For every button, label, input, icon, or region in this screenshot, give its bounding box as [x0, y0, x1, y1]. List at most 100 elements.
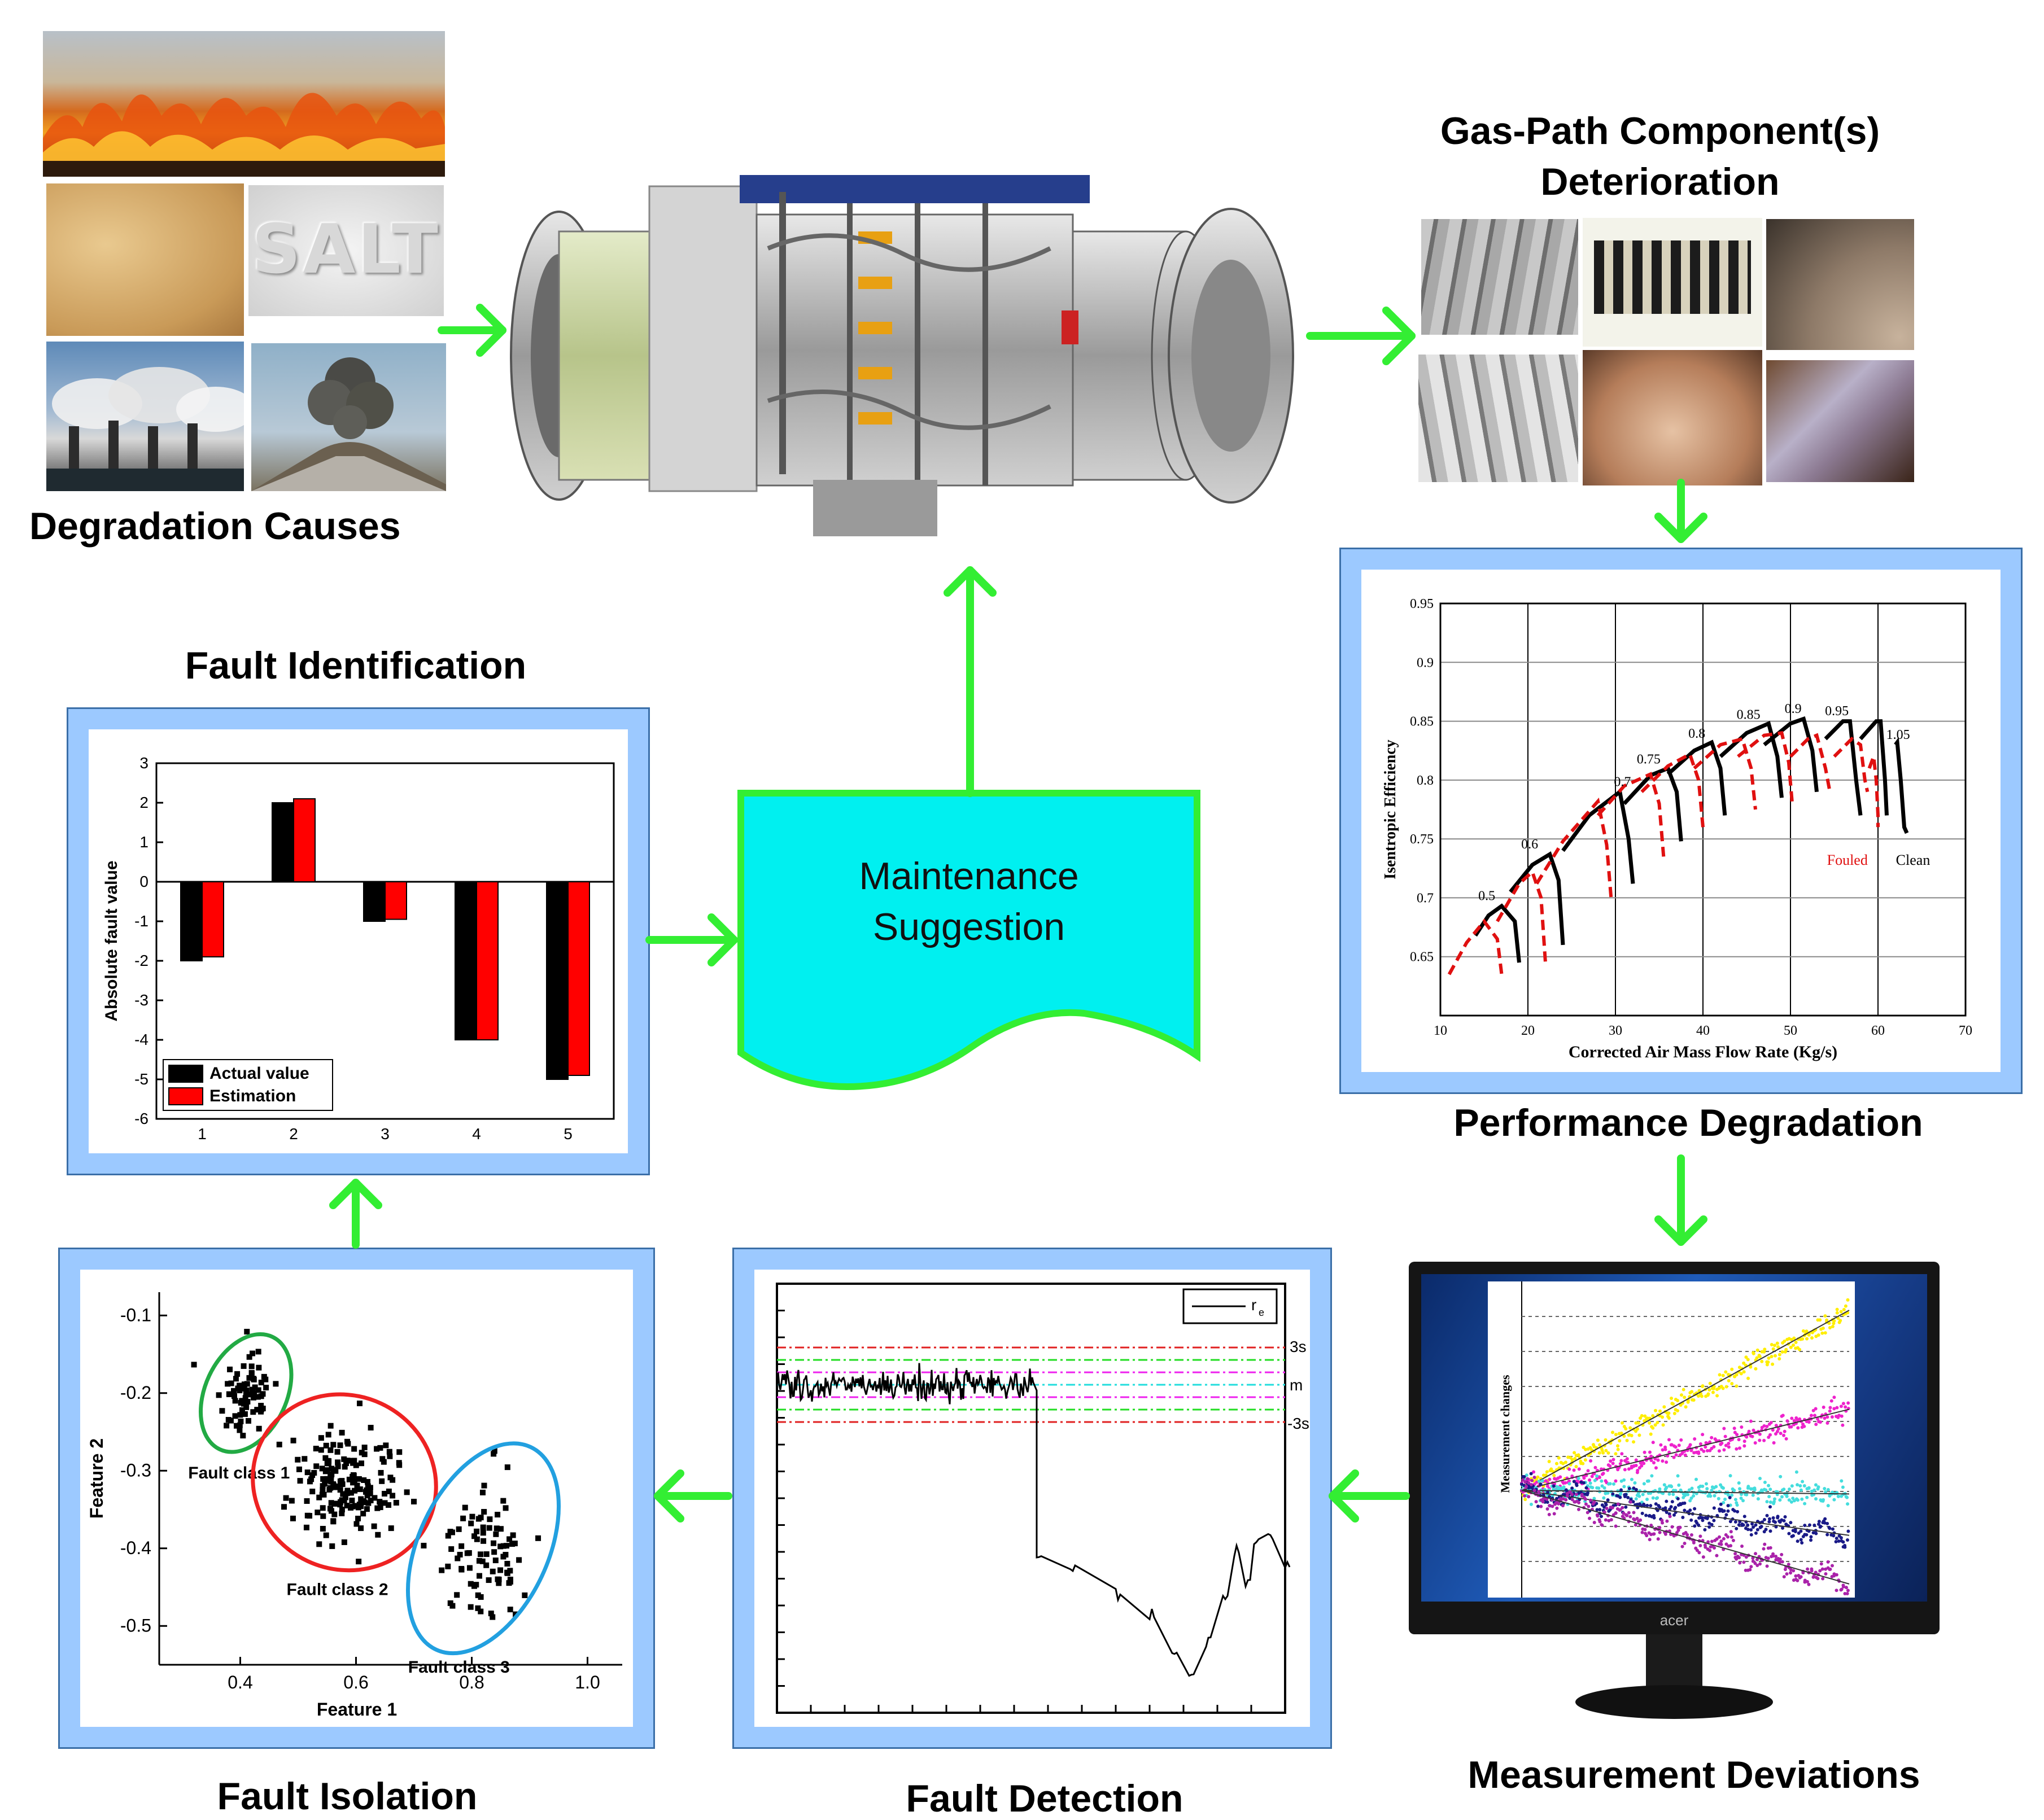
dev-trend-line — [1521, 1490, 1850, 1585]
iso-point — [228, 1418, 234, 1424]
iso-point — [219, 1408, 225, 1414]
dev-point — [1689, 1533, 1693, 1537]
iso-point — [487, 1516, 493, 1523]
dev-point — [1751, 1559, 1755, 1563]
dev-point — [1777, 1357, 1781, 1360]
iso-point — [386, 1502, 392, 1508]
iso-point — [477, 1551, 483, 1558]
dev-point — [1561, 1504, 1565, 1508]
iso-point — [241, 1401, 247, 1407]
dev-point — [1818, 1569, 1822, 1573]
dev-point — [1532, 1489, 1536, 1493]
monitor-stand-neck — [1646, 1634, 1702, 1691]
dev-point — [1814, 1423, 1818, 1427]
ident-bar — [180, 881, 203, 961]
dev-point — [1837, 1539, 1841, 1543]
iso-point — [243, 1391, 249, 1397]
dev-point — [1693, 1524, 1697, 1528]
iso-x-tick-label: 0.8 — [459, 1672, 484, 1692]
dev-point — [1593, 1465, 1597, 1469]
dev-point — [1611, 1462, 1615, 1465]
iso-point — [466, 1550, 472, 1556]
dev-point — [1843, 1543, 1847, 1547]
dev-point — [1721, 1386, 1725, 1390]
dev-point — [1593, 1478, 1597, 1482]
dev-point — [1539, 1482, 1543, 1486]
dev-point — [1792, 1336, 1796, 1340]
dev-point — [1744, 1555, 1748, 1559]
iso-point — [474, 1536, 480, 1542]
iso-point — [308, 1476, 315, 1482]
dev-point — [1836, 1494, 1840, 1498]
dev-point — [1568, 1490, 1572, 1494]
dev-point — [1789, 1338, 1793, 1342]
dev-point — [1656, 1496, 1659, 1500]
dev-point — [1792, 1343, 1796, 1347]
dev-point — [1737, 1481, 1741, 1485]
dev-point — [1643, 1450, 1646, 1454]
dev-point — [1829, 1399, 1833, 1403]
iso-point — [340, 1491, 346, 1497]
dev-point — [1557, 1502, 1561, 1506]
iso-point — [356, 1476, 362, 1482]
dev-point — [1700, 1447, 1704, 1451]
dev-point — [1841, 1583, 1845, 1587]
dev-point — [1644, 1513, 1648, 1517]
dev-point — [1614, 1511, 1618, 1515]
dev-point — [1604, 1438, 1608, 1442]
dev-point — [1742, 1440, 1746, 1443]
dev-point — [1658, 1506, 1662, 1510]
dev-point — [1846, 1589, 1850, 1593]
iso-point — [328, 1478, 334, 1485]
iso-point — [296, 1466, 302, 1472]
dev-point — [1649, 1454, 1653, 1458]
iso-point — [329, 1543, 335, 1549]
dev-point — [1749, 1365, 1753, 1369]
dev-point — [1774, 1424, 1778, 1428]
iso-point — [309, 1472, 316, 1478]
dev-point — [1768, 1488, 1772, 1491]
ident-x-tick-label: 2 — [289, 1125, 298, 1143]
iso-point — [237, 1412, 243, 1418]
dev-point — [1816, 1333, 1820, 1337]
dev-point — [1634, 1523, 1637, 1527]
dev-point — [1758, 1562, 1762, 1566]
dev-point — [1718, 1373, 1722, 1377]
iso-point — [337, 1502, 343, 1508]
dev-point — [1582, 1481, 1586, 1485]
dev-point — [1825, 1521, 1829, 1525]
dev-point — [1649, 1524, 1653, 1528]
dev-point — [1816, 1485, 1820, 1489]
iso-point — [320, 1526, 326, 1532]
dev-point — [1536, 1504, 1540, 1508]
dev-point — [1755, 1558, 1759, 1561]
dev-point — [1588, 1478, 1592, 1482]
dev-point — [1521, 1478, 1525, 1482]
dev-point — [1625, 1457, 1629, 1461]
dev-point — [1830, 1564, 1834, 1568]
dev-point — [1767, 1520, 1771, 1524]
dev-point — [1835, 1573, 1838, 1577]
dev-point — [1522, 1475, 1526, 1478]
dev-point — [1588, 1516, 1592, 1520]
iso-point — [339, 1429, 345, 1436]
dev-point — [1820, 1331, 1824, 1335]
iso-point — [344, 1503, 350, 1509]
dev-point — [1717, 1449, 1721, 1453]
dev-point — [1708, 1548, 1712, 1552]
ident-bar — [476, 881, 499, 1040]
dev-point — [1597, 1451, 1601, 1455]
iso-point — [327, 1423, 334, 1429]
dev-point — [1712, 1506, 1716, 1510]
dev-point — [1658, 1487, 1662, 1491]
dev-point — [1622, 1485, 1626, 1489]
iso-point — [258, 1380, 264, 1386]
perf-line-clean — [1859, 719, 1889, 816]
dev-point — [1565, 1494, 1569, 1498]
dev-point — [1584, 1497, 1588, 1501]
iso-point — [454, 1592, 460, 1598]
perf-line-fouled — [1640, 751, 1705, 828]
dev-point — [1552, 1473, 1556, 1477]
ident-bar — [293, 798, 316, 882]
